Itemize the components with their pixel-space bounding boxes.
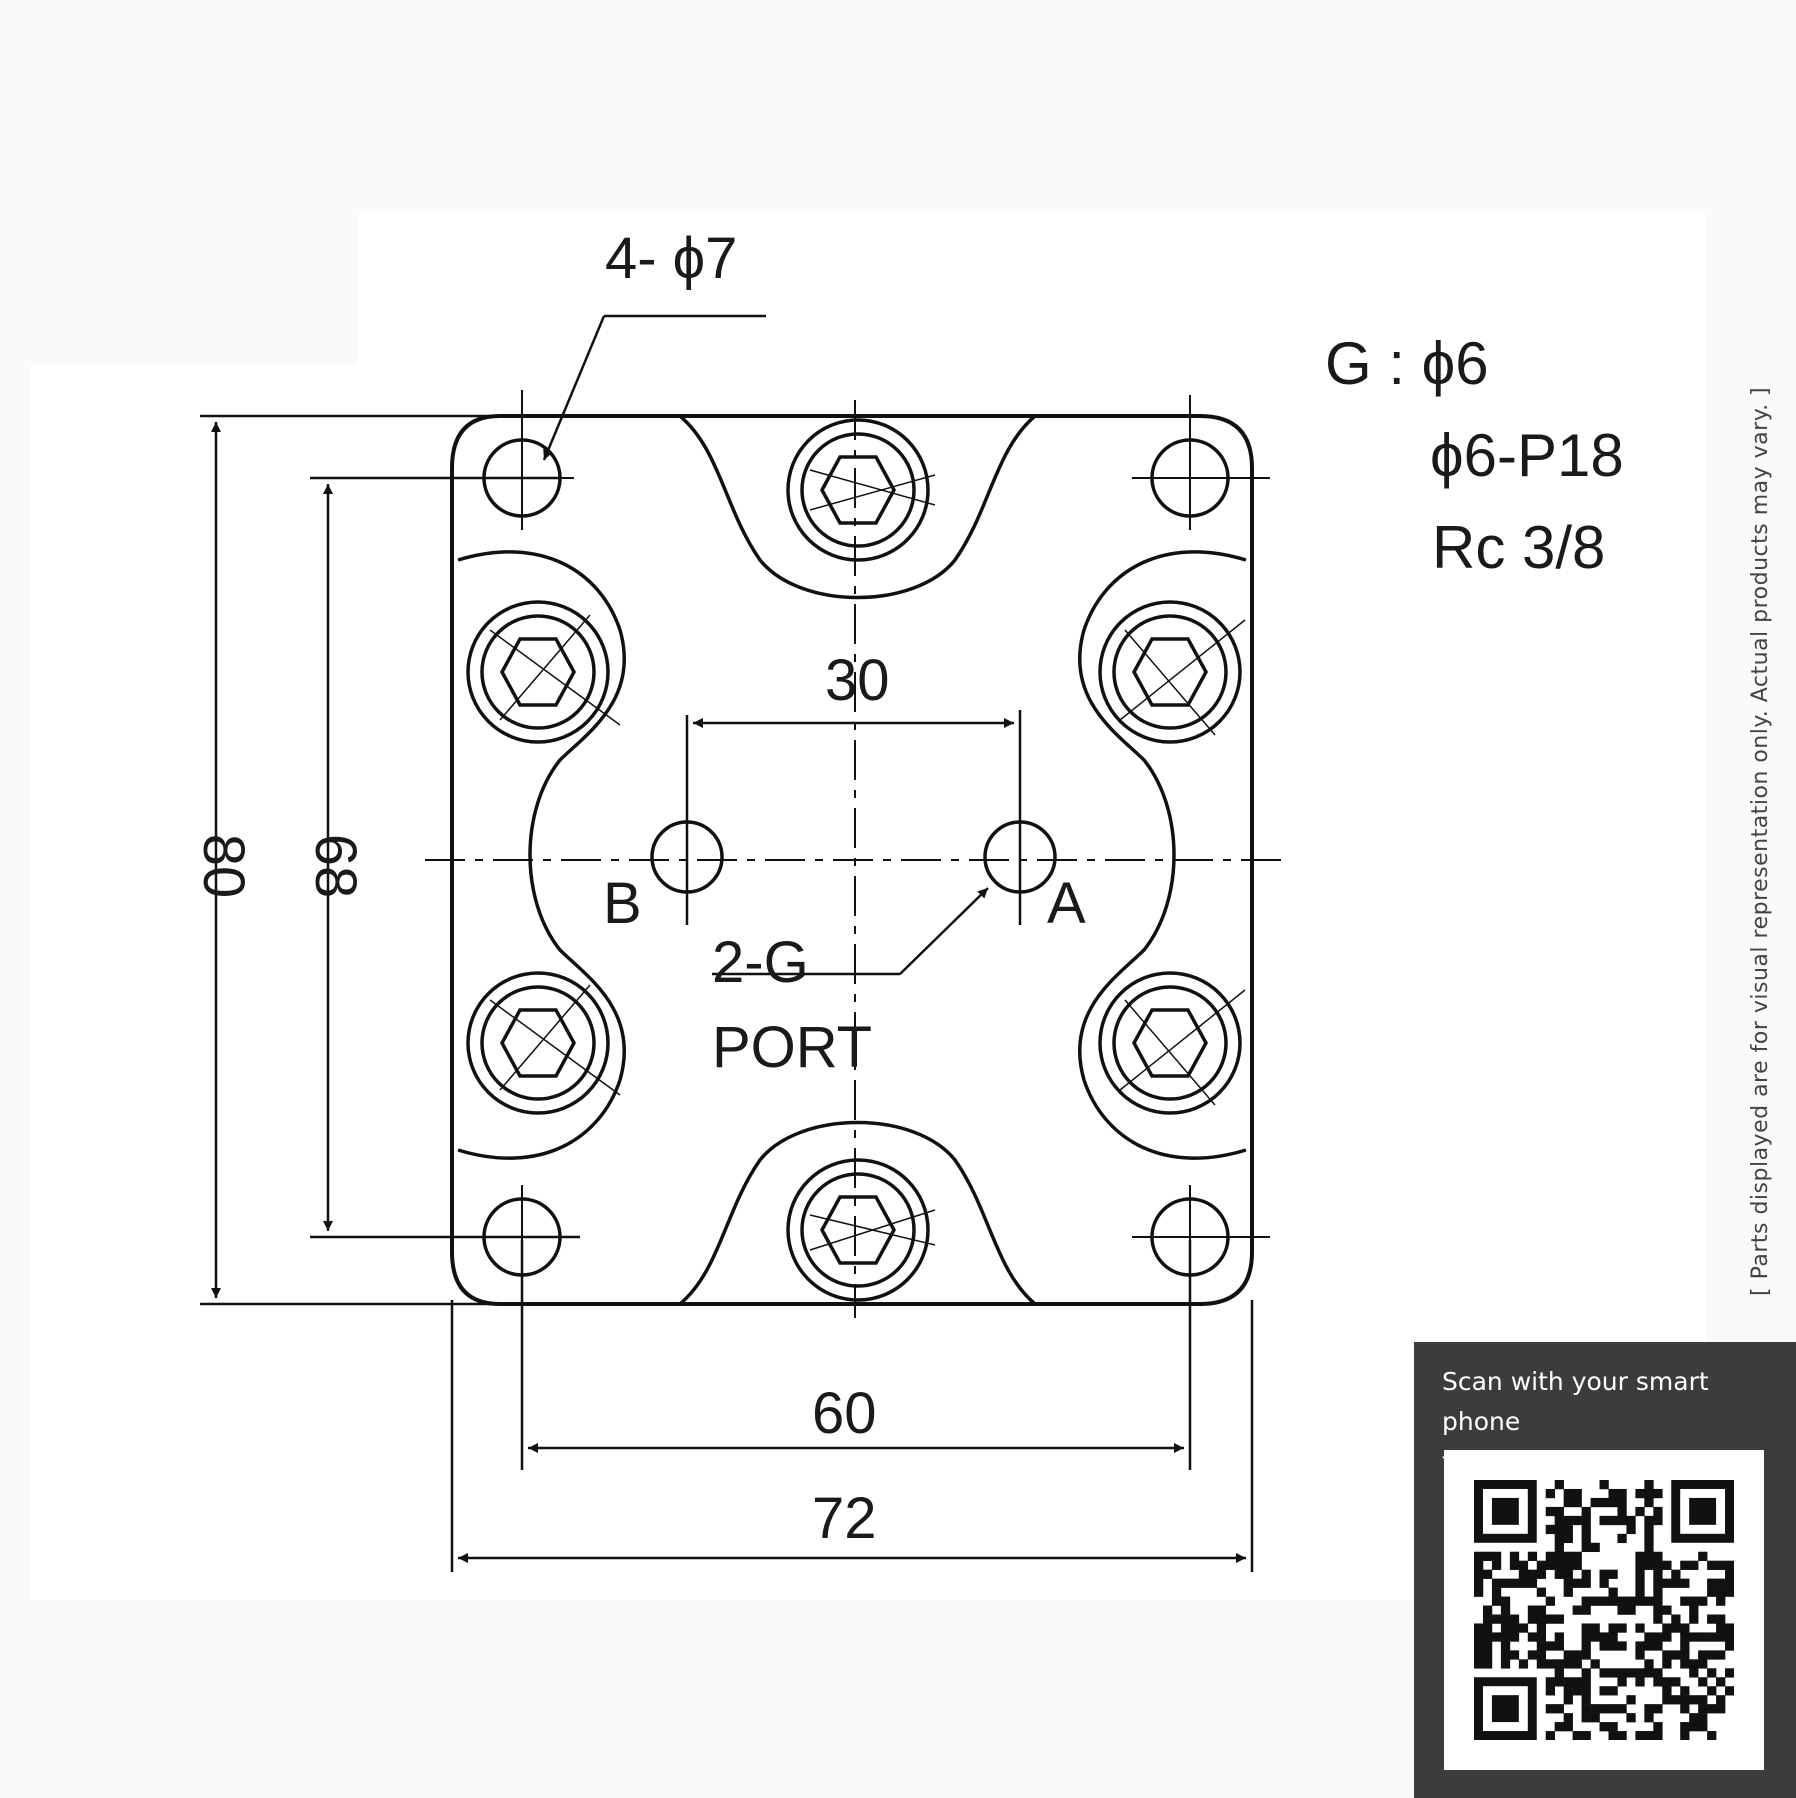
qr-code[interactable] xyxy=(1444,1450,1764,1770)
port-b-label: B xyxy=(603,871,642,936)
spec-line-2: ϕ6-P18 xyxy=(1430,422,1624,489)
dimension-68 xyxy=(310,476,580,1239)
socket-bolt-right-upper xyxy=(1098,600,1246,744)
disclaimer-text: [ Parts displayed are for visual represe… xyxy=(1748,386,1773,1296)
spec-line-3: Rc 3/8 xyxy=(1432,514,1605,581)
dimension-30 xyxy=(685,710,1022,925)
dimension-72-label: 72 xyxy=(812,1486,877,1551)
plate-outline xyxy=(450,414,1254,1306)
dimension-60 xyxy=(520,1240,1192,1470)
drawing-panel-top xyxy=(358,212,1706,372)
port-leader xyxy=(712,887,989,976)
dimension-80-label: 80 xyxy=(191,834,256,899)
socket-bolt-top xyxy=(786,418,936,562)
holes-leader xyxy=(542,314,766,461)
socket-bolt-left-upper xyxy=(466,600,621,744)
qr-panel: Scan with your smart phone for more info… xyxy=(1414,1342,1796,1798)
qr-caption-line1: Scan with your smart phone xyxy=(1442,1367,1709,1436)
dimension-80 xyxy=(200,414,492,1306)
port-callout-line1: 2-G xyxy=(712,930,809,995)
plate-inner-contour xyxy=(457,414,1247,1306)
spec-line-1: G : ϕ6 xyxy=(1325,330,1489,397)
socket-bolt-bottom xyxy=(786,1158,936,1302)
socket-bolt-left-lower xyxy=(466,971,621,1115)
dimension-68-label: 68 xyxy=(303,834,368,899)
center-lines xyxy=(425,400,1285,1318)
dimension-72 xyxy=(450,1300,1254,1572)
port-a-label: A xyxy=(1047,871,1086,936)
dimension-60-label: 60 xyxy=(812,1381,877,1446)
port-callout-line2: PORT xyxy=(712,1015,872,1080)
holes-callout-label: 4- ϕ7 xyxy=(605,226,737,291)
socket-bolt-right-lower xyxy=(1098,971,1246,1115)
dimension-30-label: 30 xyxy=(825,648,890,713)
qr-code-pattern xyxy=(1474,1480,1734,1740)
